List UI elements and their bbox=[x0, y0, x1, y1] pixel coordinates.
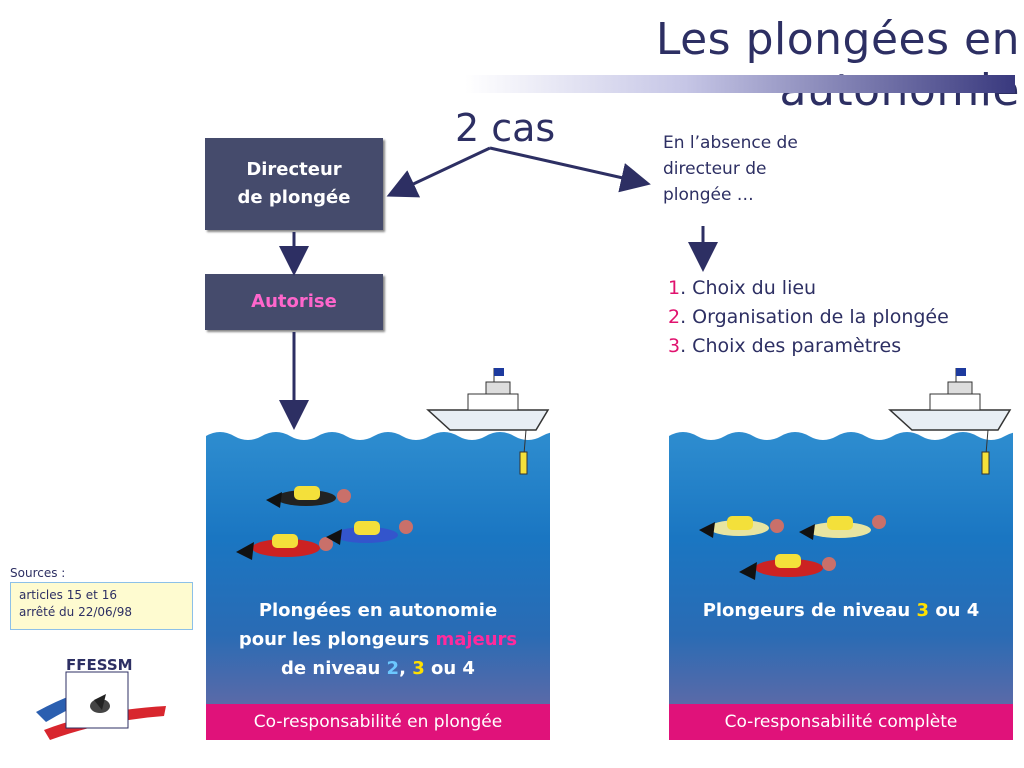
step-label: . Choix des paramètres bbox=[680, 335, 902, 357]
sources-line2: arrêté du 22/06/98 bbox=[19, 605, 132, 619]
right-line1-b: ou 4 bbox=[929, 600, 980, 621]
wave-icon bbox=[206, 428, 550, 440]
absence-line1: En l’absence de bbox=[663, 133, 798, 153]
left-line2: pour les plongeurs majeurs bbox=[206, 625, 550, 654]
diver-icon bbox=[326, 520, 413, 545]
level-3-highlight: 3 bbox=[412, 658, 425, 679]
arrow-to-director bbox=[386, 146, 491, 198]
left-line3-c: ou 4 bbox=[424, 658, 475, 679]
left-responsibility-bar: Co-responsabilité en plongée bbox=[206, 704, 550, 740]
step-number: 1 bbox=[668, 277, 681, 299]
majeurs-highlight: majeurs bbox=[435, 629, 518, 650]
absence-line2: directeur de bbox=[663, 159, 767, 179]
absence-line3: plongée … bbox=[663, 185, 754, 205]
logo-text: FFESSM bbox=[66, 656, 133, 674]
right-sea-art bbox=[669, 428, 1013, 580]
right-line1: Plongeurs de niveau 3 ou 4 bbox=[669, 596, 1013, 625]
step-number: 2 bbox=[668, 306, 681, 328]
step-item: 2. Organisation de la plongée bbox=[668, 303, 949, 332]
sources-label: Sources : bbox=[10, 566, 66, 580]
right-line1-a: Plongeurs de niveau bbox=[702, 600, 917, 621]
sources-box: articles 15 et 16 arrêté du 22/06/98 bbox=[10, 582, 193, 630]
left-line2-a: pour les plongeurs bbox=[238, 629, 436, 650]
steps-list: 1. Choix du lieu 2. Organisation de la p… bbox=[668, 274, 949, 361]
step-item: 3. Choix des paramètres bbox=[668, 332, 949, 361]
right-sea-panel: Plongeurs de niveau 3 ou 4 bbox=[669, 428, 1013, 704]
ffessm-logo: FFESSM bbox=[36, 656, 166, 740]
left-panel-text: Plongées en autonomie pour les plongeurs… bbox=[206, 596, 550, 683]
diver-icon bbox=[236, 534, 333, 560]
diver-icon bbox=[739, 554, 836, 580]
step-item: 1. Choix du lieu bbox=[668, 274, 949, 303]
left-line1: Plongées en autonomie bbox=[258, 600, 498, 621]
director-line2: de plongée bbox=[237, 187, 351, 208]
boat-icon bbox=[426, 368, 550, 475]
authorise-box: Autorise bbox=[205, 274, 383, 330]
level-3-highlight: 3 bbox=[916, 600, 930, 621]
absence-text: En l’absence de directeur de plongée … bbox=[663, 130, 863, 208]
right-responsibility-bar: Co-responsabilité complète bbox=[669, 704, 1013, 740]
diver-icon bbox=[799, 515, 886, 540]
director-line1: Directeur bbox=[246, 159, 342, 180]
cases-label: 2 cas bbox=[455, 106, 556, 150]
left-line3: de niveau 2, 3 ou 4 bbox=[206, 654, 550, 683]
left-line3-a: de niveau bbox=[281, 658, 387, 679]
title-underline bbox=[465, 75, 1015, 93]
arrow-to-absence bbox=[489, 146, 651, 193]
separator: , bbox=[399, 658, 413, 679]
director-box: Directeur de plongée bbox=[205, 138, 383, 230]
sources-line1: articles 15 et 16 bbox=[19, 588, 117, 602]
left-sea-panel: Plongées en autonomie pour les plongeurs… bbox=[206, 428, 550, 704]
wave-icon bbox=[669, 428, 1013, 440]
level-2-highlight: 2 bbox=[386, 658, 400, 679]
step-label: . Organisation de la plongée bbox=[680, 306, 949, 328]
right-panel-text: Plongeurs de niveau 3 ou 4 bbox=[669, 596, 1013, 625]
boat-icon bbox=[888, 368, 1012, 475]
diver-icon bbox=[699, 516, 784, 538]
step-label: . Choix du lieu bbox=[680, 277, 817, 299]
diver-icon bbox=[266, 486, 351, 508]
step-number: 3 bbox=[668, 335, 681, 357]
left-sea-art bbox=[206, 428, 550, 560]
